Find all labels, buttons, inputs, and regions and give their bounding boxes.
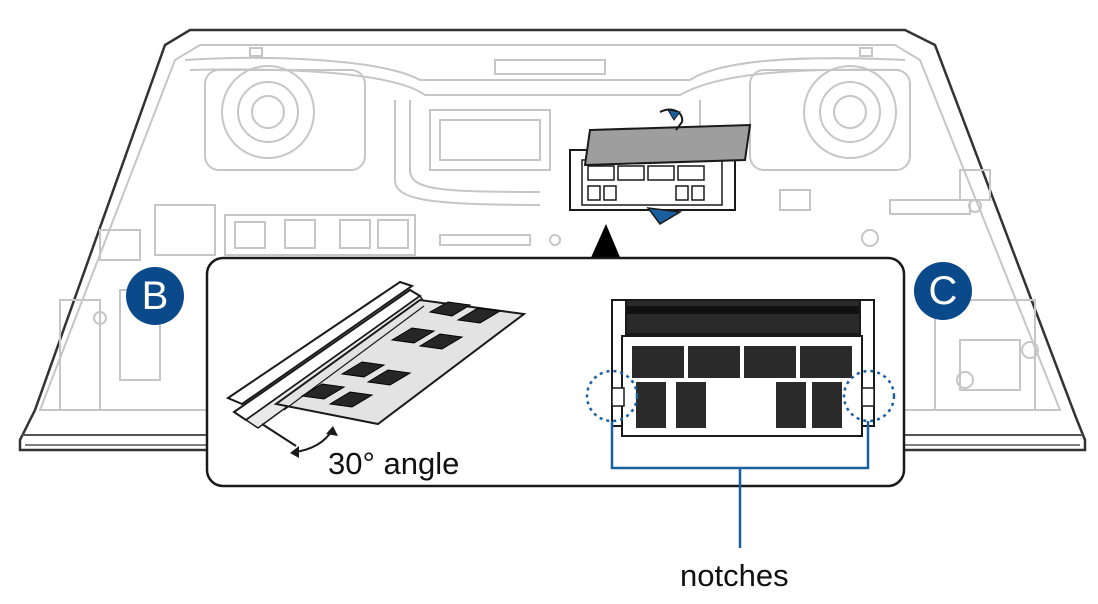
angled-ram-illustration [225,280,527,458]
callout-c-letter: C [928,268,958,313]
callout-b: B [126,267,184,325]
notches-label: notches [680,558,789,593]
right-fan [749,65,911,171]
top-ram-module [569,108,752,225]
angle-label: 30° angle [328,446,460,481]
notch-highlights [585,369,896,548]
pointer-triangle [589,224,622,262]
board-components [59,47,1039,411]
installed-ram-illustration [611,299,875,437]
heat-pipes [184,56,906,206]
callout-b-letter: B [141,273,169,318]
callout-c: C [914,262,972,320]
left-fan [204,65,366,171]
